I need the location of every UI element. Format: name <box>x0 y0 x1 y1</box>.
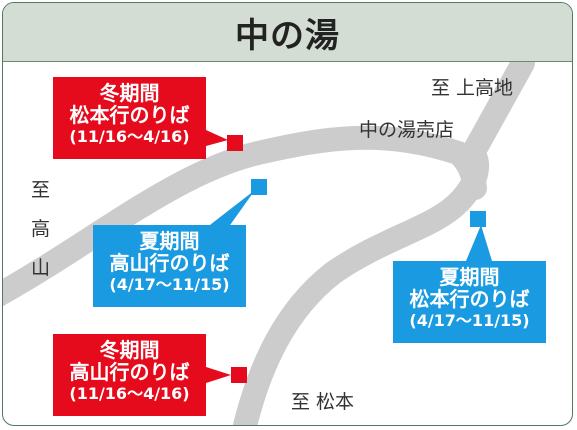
destination-takayama-char: 至 <box>31 179 51 201</box>
destination-takayama: 至 高 山 <box>31 175 50 280</box>
pointer-winter-takayama <box>203 366 231 384</box>
stop-marker-summer-takayama <box>251 179 267 195</box>
stop-season: 夏期間 <box>439 265 500 289</box>
stop-label-winter-matsumoto: 冬期間 松本行のりば (11/16〜4/16) <box>53 77 206 159</box>
page-title: 中の湯 <box>235 15 340 56</box>
pointer-summer-takayama <box>197 190 255 235</box>
stop-season: 冬期間 <box>99 338 160 362</box>
stop-label-winter-takayama: 冬期間 高山行のりば (11/16〜4/16) <box>53 334 206 416</box>
stop-period: (11/16〜4/16) <box>69 127 190 147</box>
pointer-summer-matsumoto <box>466 225 492 261</box>
stop-marker-winter-takayama <box>231 367 247 383</box>
destination-takayama-char: 山 <box>31 257 51 279</box>
landmark-shop: 中の湯売店 <box>359 119 455 141</box>
destination-kamikochi: 至 上高地 <box>431 77 514 99</box>
stop-season: 夏期間 <box>139 229 200 253</box>
stop-marker-summer-matsumoto <box>470 211 486 227</box>
stop-period: (4/17〜11/15) <box>109 275 230 295</box>
title-bar: 中の湯 <box>3 3 572 62</box>
stop-period: (4/17〜11/15) <box>409 311 530 331</box>
stop-direction: 松本行のりば <box>69 102 190 127</box>
stop-direction: 高山行のりば <box>109 250 230 275</box>
stop-direction: 高山行のりば <box>69 359 190 384</box>
stop-label-summer-takayama: 夏期間 高山行のりば (4/17〜11/15) <box>93 225 246 307</box>
map-frame: 中の湯 至 上高地 中の湯売店 至 高 山 至 松本 冬期間 松本行のりば (1… <box>2 2 573 426</box>
stop-marker-winter-matsumoto <box>227 135 243 151</box>
pointer-winter-matsumoto <box>206 130 228 146</box>
stop-season: 冬期間 <box>99 81 160 105</box>
destination-matsumoto: 至 松本 <box>291 391 355 413</box>
stop-direction: 松本行のりば <box>409 286 530 311</box>
stop-period: (11/16〜4/16) <box>69 384 190 404</box>
destination-takayama-char: 高 <box>31 218 51 240</box>
road-matsumoto-kamikochi <box>232 51 535 425</box>
stop-label-summer-matsumoto: 夏期間 松本行のりば (4/17〜11/15) <box>393 261 546 343</box>
